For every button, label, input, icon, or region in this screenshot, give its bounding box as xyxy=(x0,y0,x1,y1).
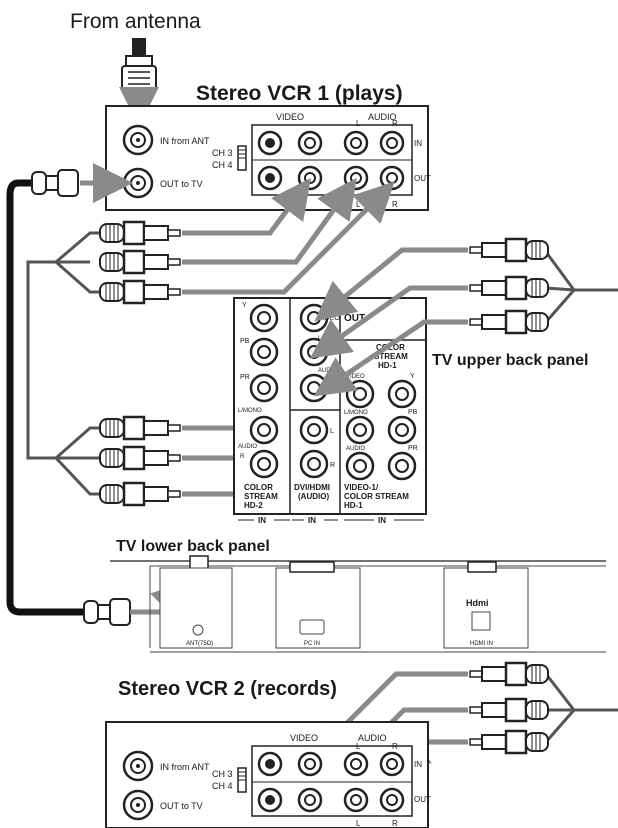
tv-v1-line2: COLOR STREAM xyxy=(344,492,409,501)
vcr2-in-from-ant: IN from ANT xyxy=(160,762,210,772)
vcr2-out-to-tv: OUT to TV xyxy=(160,801,203,811)
lower-ant-label: ANT(75Ω) xyxy=(186,641,213,647)
signal-arrows-right-upper xyxy=(309,247,468,397)
vcr1-out-to-tv: OUT to TV xyxy=(160,179,203,189)
vcr2-audio-label: AUDIO xyxy=(358,733,387,743)
tv-audio-left: AUDIO xyxy=(238,444,257,450)
tv-dvi-line1: DVI/HDMI xyxy=(294,483,330,492)
vcr2-l-bot: L xyxy=(356,819,361,828)
vcr2-jacks-in xyxy=(257,751,405,777)
tv-pr-label: PR xyxy=(240,374,250,381)
tv-cs1-line3: HD-1 xyxy=(378,361,397,370)
rca-cable-bundle-left xyxy=(26,220,181,507)
vcr1-out: OUT xyxy=(414,174,431,183)
vcr1-audio-label: AUDIO xyxy=(368,112,397,122)
hdmi-port-icon xyxy=(471,611,491,631)
vcr1-r-top: R xyxy=(392,119,398,128)
vcr1-ch4: CH 4 xyxy=(212,160,233,170)
tv-audio-right: AUDIO xyxy=(346,446,365,452)
rca-cable-bundle-right-lower xyxy=(469,661,618,755)
vcr1-ch3: CH 3 xyxy=(212,148,233,158)
tv-in-3: IN xyxy=(378,516,386,525)
from-antenna-label: From antenna xyxy=(70,10,201,33)
vcr2-jacks-out xyxy=(257,787,405,813)
vcr2-ch4: CH 4 xyxy=(212,781,233,791)
coax-plug-top xyxy=(31,163,133,203)
tv-l-mid: L xyxy=(330,428,334,435)
tv-lmono-left: L/MONO xyxy=(238,408,262,414)
tv-audio-mid: AUDIO xyxy=(318,368,337,374)
tv-lmono-right: L/MONO xyxy=(344,410,368,416)
tv-pb-right: PB xyxy=(408,409,418,416)
vcr1-video-label: VIDEO xyxy=(276,112,304,122)
tv-video-out-label: VIDEO xyxy=(318,315,340,322)
vcr1-title: Stereo VCR 1 (plays) xyxy=(196,82,403,105)
rca-cable-bundle-right-upper xyxy=(469,237,618,335)
tv-r-mid: R xyxy=(330,462,335,469)
lower-pcin-label: PC IN xyxy=(304,641,320,647)
vcr2-ch3: CH 3 xyxy=(212,769,233,779)
vcr1-l-top: L xyxy=(356,119,361,128)
tv-dvi-line2: (AUDIO) xyxy=(298,492,329,501)
vcr2-out: OUT xyxy=(414,795,431,804)
tv-v1-line1: VIDEO-1/ xyxy=(344,483,379,492)
tv-v1-line3: HD-1 xyxy=(344,501,363,510)
tv-pr-right: PR xyxy=(408,445,418,452)
vcr1-in-from-ant: IN from ANT xyxy=(160,136,210,146)
tv-upper-label: TV upper back panel xyxy=(432,352,588,369)
tv-hd2-line2: STREAM xyxy=(244,492,278,501)
lower-hdmi-logo: Hdmi xyxy=(466,598,489,608)
vcr1-in: IN xyxy=(414,139,422,148)
tv-hd2-line1: COLOR xyxy=(244,483,273,492)
coax-cable xyxy=(6,179,84,616)
tv-y-right: Y xyxy=(410,373,415,380)
vcr2-back-panel: IN from ANT OUT to TV CH 3 CH 4 VIDEO AU… xyxy=(105,721,431,828)
vcr1-jacks-in xyxy=(257,130,405,156)
vcr2-video-label: VIDEO xyxy=(290,733,318,743)
vcr2-in: IN xyxy=(414,760,422,769)
tv-pb-label: PB xyxy=(240,338,250,345)
vcr2-r-top: R xyxy=(392,742,398,751)
tv-in-2: IN xyxy=(308,516,316,525)
tv-upper-back-panel: Y PB PR L/MONO AUDIO R COLOR STREAM HD-2… xyxy=(233,297,427,525)
pc-in-port-icon xyxy=(299,619,325,635)
vcr2-r-bot: R xyxy=(392,819,398,828)
vcr2-l-top: L xyxy=(356,742,361,751)
tv-lower-label: TV lower back panel xyxy=(116,538,270,555)
tv-lower-back-panel: ANT(75Ω) PC IN Hdmi HDMI IN xyxy=(110,555,606,653)
tv-r-left: R xyxy=(240,454,245,460)
antenna-connector xyxy=(119,38,159,127)
tv-y-label: Y xyxy=(242,302,247,309)
vcr1-r-bot: R xyxy=(392,200,398,209)
tv-cs1-line2: STREAM xyxy=(374,352,408,361)
vcr2-title: Stereo VCR 2 (records) xyxy=(118,678,337,700)
lower-hdmi-in-label: HDMI IN xyxy=(470,641,493,647)
tv-hd2-line3: HD-2 xyxy=(244,501,263,510)
tv-in-1: IN xyxy=(258,516,266,525)
vcr1-l-bot: L xyxy=(356,200,361,209)
